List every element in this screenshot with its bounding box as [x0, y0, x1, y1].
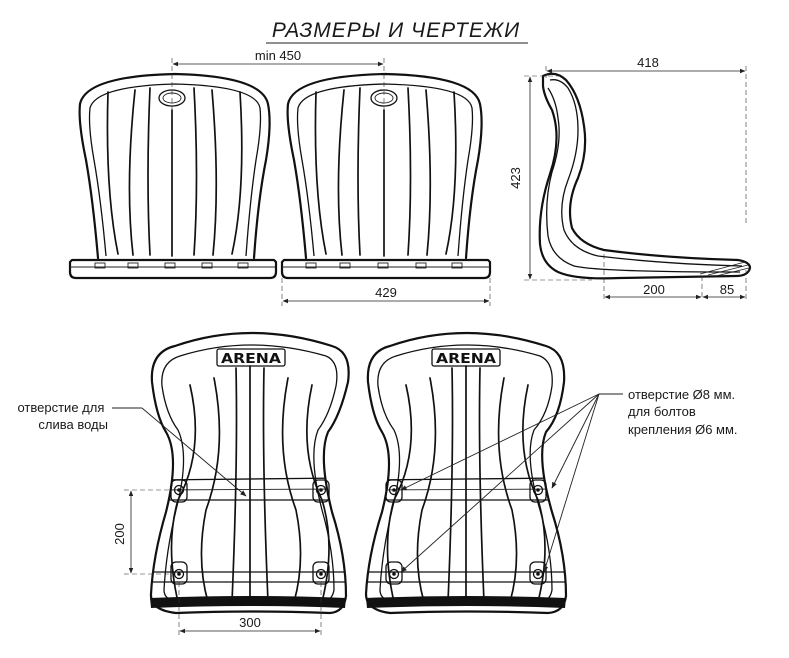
dimension-side-height: 423	[508, 75, 592, 281]
logo-text: ARENA	[221, 352, 281, 367]
dimension-hole-horizontal: 300	[178, 582, 322, 636]
dimension-label: 200	[643, 282, 665, 297]
dimension-label: 429	[375, 285, 397, 300]
side-view-seat	[538, 72, 752, 280]
front-view-seat-left	[68, 72, 278, 280]
top-view-seat-left: ARENA	[149, 331, 350, 615]
dimension-seat-depth: 200 85	[603, 254, 747, 300]
logo-text: ARENA	[436, 352, 496, 367]
dimension-hole-vertical: 200	[112, 489, 172, 575]
callout-text: отверстие для слива воды	[17, 400, 108, 432]
dimension-label: 418	[637, 55, 659, 70]
front-view-seat-right	[280, 72, 492, 280]
mount-hole-icon	[529, 479, 547, 503]
dimension-label: 85	[720, 282, 734, 297]
dimension-min-spacing: min 450	[171, 48, 385, 110]
mount-hole-icon	[385, 479, 403, 503]
mount-hole-icon	[385, 561, 403, 585]
callout-text: отверстие Ø8 мм. для болтов крепления Ø6…	[628, 387, 739, 437]
title-block: РАЗМЕРЫ И ЧЕРТЕЖИ	[266, 19, 528, 44]
mount-hole-icon	[170, 561, 188, 585]
dimension-label: 200	[112, 523, 127, 545]
mount-hole-icon	[312, 479, 330, 503]
mount-hole-icon	[529, 561, 547, 585]
callout-drain-hole: отверстие для слива воды	[17, 400, 247, 497]
callout-mount-hole: отверстие Ø8 мм. для болтов крепления Ø6…	[400, 387, 739, 573]
dimension-side-depth: 418	[545, 55, 747, 226]
mount-hole-icon	[170, 479, 188, 503]
logo-plate	[216, 348, 286, 367]
dimension-label: 423	[508, 167, 523, 189]
top-view-seat-right: ARENA	[364, 331, 568, 615]
dimension-label: 300	[239, 615, 261, 630]
dimension-seat-width: 429	[281, 278, 491, 306]
dimension-label: min 450	[255, 48, 301, 63]
page-title: РАЗМЕРЫ И ЧЕРТЕЖИ	[272, 19, 520, 42]
